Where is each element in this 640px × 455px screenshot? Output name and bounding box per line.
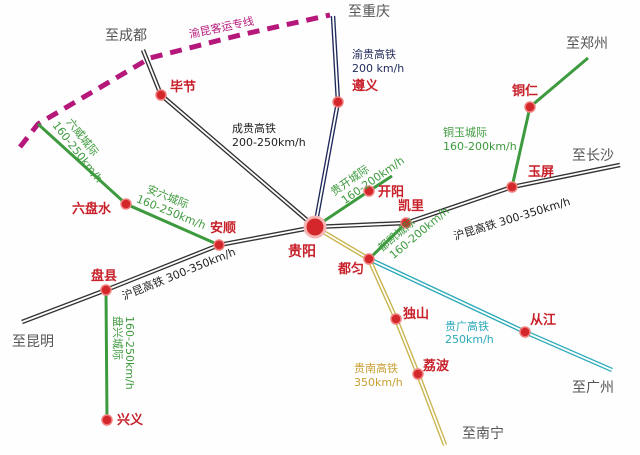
station-congjiang: 从江 (530, 312, 556, 328)
station-zunyi: 遵义 (352, 78, 379, 94)
label-guinan-name: 贵南高铁 (354, 361, 398, 375)
label-yugui-name: 渝贵高铁 (352, 47, 396, 61)
station-kaili: 凯里 (398, 198, 424, 214)
station-dot-dy (363, 253, 375, 265)
station-dot-ds (390, 313, 402, 325)
label-tongyu-name: 铜玉城际 (443, 125, 487, 139)
svg-text:160-250km/h: 160-250km/h (123, 316, 136, 390)
station-kaiyang: 开阳 (378, 185, 404, 200)
station-dot-ky (363, 185, 375, 197)
svg-text:盘兴城际: 盘兴城际 (111, 316, 125, 360)
label-chenggui-name: 成贵高铁 (232, 121, 276, 135)
station-bijie: 毕节 (170, 79, 196, 95)
station-guiyang: 贵阳 (288, 243, 316, 260)
dest-kunming: 至昆明 (12, 334, 54, 350)
label-guinan-speed: 350km/h (354, 376, 403, 389)
station-yuping: 玉屏 (528, 165, 554, 180)
station-dot-xy (101, 414, 113, 426)
label-chenggui-speed: 200-250km/h (232, 136, 306, 149)
dest-changsha: 至长沙 (572, 148, 614, 164)
station-panxian: 盘县 (91, 268, 117, 284)
station-dot-zy (332, 96, 344, 108)
line-guinan-inner (314, 226, 446, 446)
dest-zhengzhou: 至郑州 (566, 36, 608, 52)
label-yukun: 渝昆客运专线 (188, 14, 255, 41)
label-hukun-west: 沪昆高铁 300-350km/h (120, 244, 238, 302)
label-tongyu-speed: 160-200km/h (443, 140, 517, 153)
station-dot-as (213, 239, 225, 251)
station-dot-tr (524, 101, 536, 113)
station-dot-lb (412, 368, 424, 380)
station-dot-bj (155, 89, 167, 101)
dest-chongqing: 至重庆 (348, 4, 390, 20)
svg-text:沪昆高铁 300-350km/h: 沪昆高铁 300-350km/h (120, 244, 238, 302)
label-yugui-speed: 200 km/h (352, 62, 404, 75)
label-panxing: 盘兴城际 160-250km/h (111, 316, 136, 390)
station-dot-px (100, 284, 112, 296)
line-guinan (313, 225, 448, 446)
station-dot-kl (400, 217, 412, 229)
line-yukun (18, 12, 331, 149)
dest-chengdu: 至成都 (105, 28, 147, 44)
label-guiguang-name: 贵广高铁 (445, 319, 489, 333)
station-dot-gy (303, 215, 327, 239)
label-liuwei: 六威城际 160-250km/h (50, 116, 106, 185)
station-libo: 荔波 (422, 358, 450, 374)
station-dushan: 独山 (403, 306, 429, 322)
station-liupanshui: 六盘水 (72, 201, 112, 217)
line-dukai (367, 221, 408, 261)
station-dot-yp (506, 181, 518, 193)
station-tongren: 铜仁 (511, 83, 538, 99)
station-dot-lps (120, 198, 132, 210)
station-xingyi: 兴义 (117, 412, 144, 428)
station-duyun: 都匀 (337, 261, 364, 277)
dest-nanning: 至南宁 (462, 425, 504, 442)
station-dot-cj (519, 326, 531, 338)
line-panxing (104, 289, 109, 421)
label-guiguang-speed: 250km/h (445, 333, 494, 346)
dest-guangzhou: 至广州 (572, 380, 614, 396)
station-anshun: 安顺 (210, 220, 236, 236)
